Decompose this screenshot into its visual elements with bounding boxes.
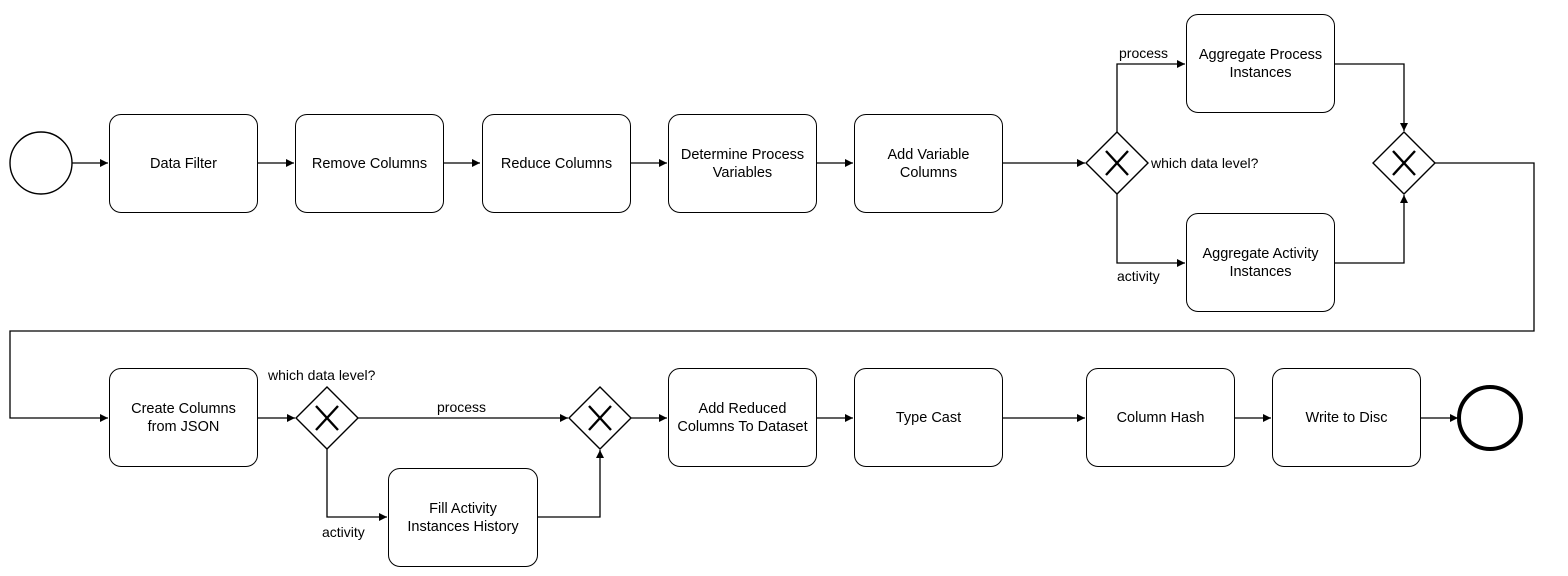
gateway-3-process-label: process [437, 399, 487, 415]
exclusive-gateway-3[interactable] [295, 386, 359, 450]
task-fill-activity-instances-history[interactable]: Fill Activity Instances History [388, 468, 538, 567]
flow-gateway-3-activity [326, 449, 387, 521]
flow-gateway-2-to-create-columns [9, 162, 1535, 422]
task-aggregate-process-instances[interactable]: Aggregate Process Instances [1186, 14, 1335, 113]
task-add-reduced-columns[interactable]: Add Reduced Columns To Dataset [668, 368, 817, 467]
x-marker-icon [1392, 150, 1416, 176]
gateway-1-activity-label: activity [1117, 268, 1160, 284]
task-reduce-columns[interactable]: Reduce Columns [482, 114, 631, 213]
x-marker-icon [1105, 150, 1129, 176]
x-marker-icon [588, 405, 612, 431]
task-write-to-disc[interactable]: Write to Disc [1272, 368, 1421, 467]
gateway-1-process-label: process [1119, 45, 1169, 61]
task-aggregate-activity-instances[interactable]: Aggregate Activity Instances [1186, 213, 1335, 312]
task-column-hash[interactable]: Column Hash [1086, 368, 1235, 467]
exclusive-gateway-4[interactable] [568, 386, 632, 450]
gateway-3-question-label: which data level? [268, 367, 376, 383]
task-remove-columns[interactable]: Remove Columns [295, 114, 444, 213]
flow-fill-history-to-gateway-4 [538, 450, 604, 518]
start-event[interactable] [9, 131, 73, 195]
task-add-variable-columns[interactable]: Add Variable Columns [854, 114, 1003, 213]
end-event[interactable] [1457, 385, 1523, 451]
exclusive-gateway-2[interactable] [1372, 131, 1436, 195]
task-create-columns-from-json[interactable]: Create Columns from JSON [109, 368, 258, 467]
task-type-cast[interactable]: Type Cast [854, 368, 1003, 467]
task-determine-process-variables[interactable]: Determine Process Variables [668, 114, 817, 213]
flow-aggregate-process-to-gateway-2 [1335, 63, 1408, 131]
flow-gateway-1-process [1116, 60, 1185, 132]
flow-gateway-1-activity [1116, 194, 1185, 267]
x-marker-icon [315, 405, 339, 431]
task-data-filter[interactable]: Data Filter [109, 114, 258, 213]
gateway-1-question-label: which data level? [1151, 155, 1259, 171]
exclusive-gateway-1[interactable] [1085, 131, 1149, 195]
gateway-3-activity-label: activity [322, 524, 365, 540]
flow-aggregate-activity-to-gateway-2 [1335, 195, 1408, 264]
